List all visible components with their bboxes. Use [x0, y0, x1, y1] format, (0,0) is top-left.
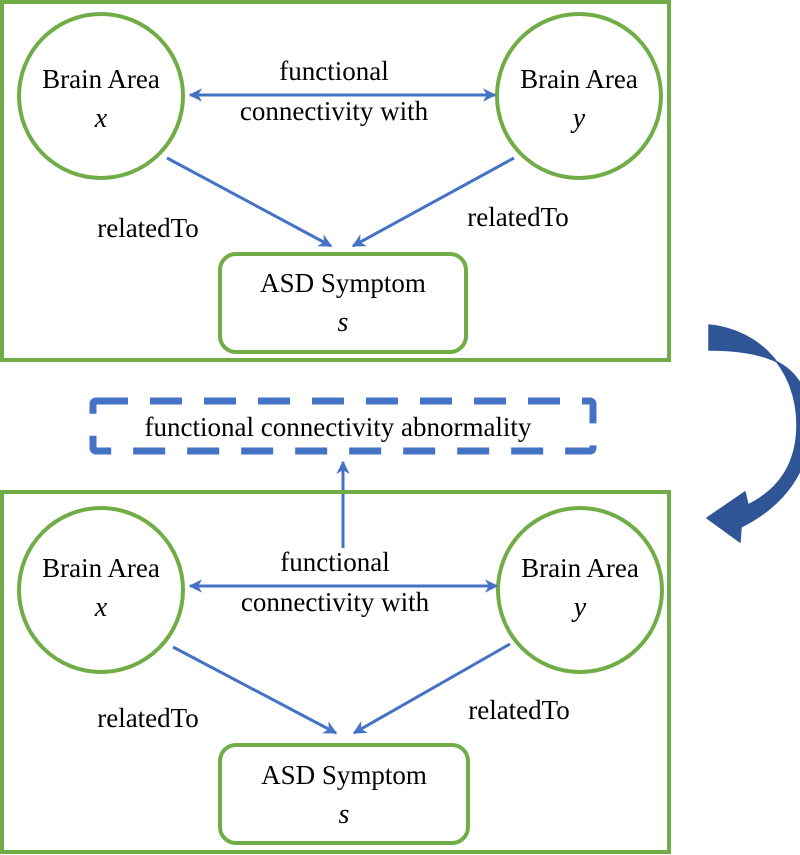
related-arrow-right: [351, 156, 515, 248]
related-label-right: relatedTo: [467, 202, 569, 232]
panel-bottom: Brain Area x Brain Area y functional con…: [0, 490, 671, 854]
symptom-title: ASD Symptom: [261, 760, 427, 790]
node-x-title: Brain Area: [42, 553, 160, 583]
panel-top: Brain Area x Brain Area y functional con…: [17, 12, 663, 354]
node-brain-area-y[interactable]: [496, 506, 664, 674]
node-y-var: y: [571, 592, 587, 623]
related-label-right: relatedTo: [468, 695, 570, 725]
connectivity-label-line2: connectivity with: [240, 96, 429, 126]
related-arrow-left: [166, 156, 333, 248]
related-label-left: relatedTo: [97, 213, 199, 243]
curved-transition-arrow: [706, 324, 800, 543]
node-brain-area-x[interactable]: [17, 506, 185, 674]
node-brain-area-y[interactable]: [495, 12, 663, 180]
node-y-var: y: [570, 103, 586, 134]
symptom-var: s: [338, 307, 349, 338]
node-asd-symptom[interactable]: [218, 252, 468, 354]
node-y-title: Brain Area: [520, 64, 638, 94]
node-brain-area-x[interactable]: [17, 12, 185, 180]
related-label-left: relatedTo: [97, 703, 199, 733]
node-x-var: x: [94, 592, 108, 623]
related-arrow-left: [172, 645, 338, 735]
node-asd-symptom[interactable]: [218, 743, 470, 845]
symptom-title: ASD Symptom: [260, 268, 426, 298]
connectivity-label-line2: connectivity with: [241, 587, 430, 617]
symptom-var: s: [339, 799, 350, 830]
abnormality-dashed-box[interactable]: [89, 397, 597, 455]
connectivity-label-line1: functional: [279, 56, 388, 86]
abnormality-label: functional connectivity abnormality: [145, 412, 532, 442]
node-x-title: Brain Area: [42, 64, 160, 94]
node-x-var: x: [94, 103, 108, 134]
related-arrow-right: [352, 642, 511, 735]
panel-top-outline: [0, 0, 671, 362]
panel-bottom-frame: [0, 490, 671, 854]
connectivity-label-line1: functional: [280, 547, 389, 577]
abnormality-group: functional connectivity abnormality: [89, 397, 597, 548]
node-y-title: Brain Area: [521, 553, 639, 583]
